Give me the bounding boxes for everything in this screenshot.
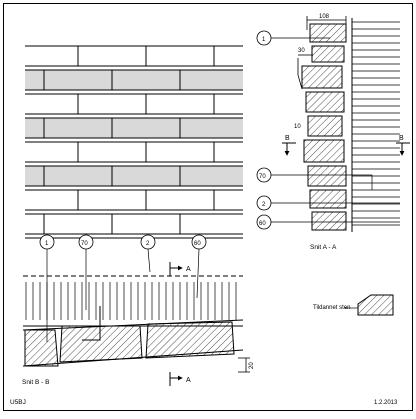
svg-text:1: 1 — [262, 37, 266, 43]
svg-text:Tildannet sten: Tildannet sten — [313, 305, 350, 311]
cut-label-b-right: B — [399, 135, 404, 142]
callout-70-aa: 70 — [256, 167, 373, 190]
dim-10: 10 — [294, 124, 301, 130]
section-bb-title: Snit B - B — [22, 379, 49, 386]
dim-30: 30 — [298, 48, 305, 54]
sheet-frame — [3, 3, 413, 411]
cut-label-a-top: A — [186, 266, 191, 273]
dim-20: 20 — [249, 362, 255, 369]
section-b-b: A A 20 1 70 2 — [22, 234, 255, 386]
callout-60-aa: 60 — [256, 214, 400, 230]
brick-elevation — [25, 45, 243, 239]
svg-text:60: 60 — [259, 221, 266, 227]
svg-text:2: 2 — [262, 202, 266, 208]
callout-1-aa: 1 — [256, 30, 330, 46]
section-aa-title: Snit A - A — [310, 244, 337, 251]
cut-label-a-bottom: A — [186, 377, 191, 384]
callout-60-bb: 60 — [191, 234, 207, 299]
callout-2-bb: 2 — [140, 234, 156, 273]
callout-2-aa: 2 — [256, 195, 400, 211]
svg-text:60: 60 — [194, 241, 201, 247]
legend-formed-brick: Tildannet sten — [313, 294, 394, 316]
svg-text:70: 70 — [259, 174, 266, 180]
svg-text:70: 70 — [81, 241, 88, 247]
section-a-a: 108 30 10 B B 1 70 2 — [256, 14, 410, 251]
sheet-date: 1.2.2013 — [374, 400, 398, 406]
sheet-code: U5BJ — [10, 399, 26, 406]
svg-text:2: 2 — [146, 241, 150, 247]
callout-70-bb: 70 — [78, 234, 101, 341]
svg-text:1: 1 — [45, 241, 49, 247]
cut-label-b-left: B — [285, 135, 290, 142]
callout-1-bb: 1 — [39, 234, 55, 342]
dim-108: 108 — [319, 14, 330, 20]
